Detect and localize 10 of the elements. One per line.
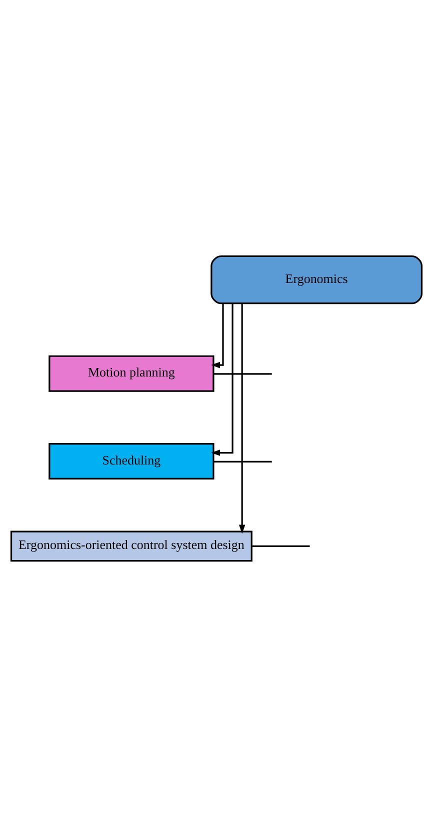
node-box: Ergonomics-oriented control system design <box>10 530 252 562</box>
connector <box>214 372 272 374</box>
connector <box>252 544 310 546</box>
connector <box>214 460 272 462</box>
arrow <box>211 303 224 368</box>
arrow <box>238 302 246 534</box>
node-box: Scheduling <box>48 442 214 480</box>
arrow <box>211 302 234 456</box>
node-box: Motion planning <box>48 354 214 392</box>
node-box: Ergonomics <box>210 254 423 304</box>
